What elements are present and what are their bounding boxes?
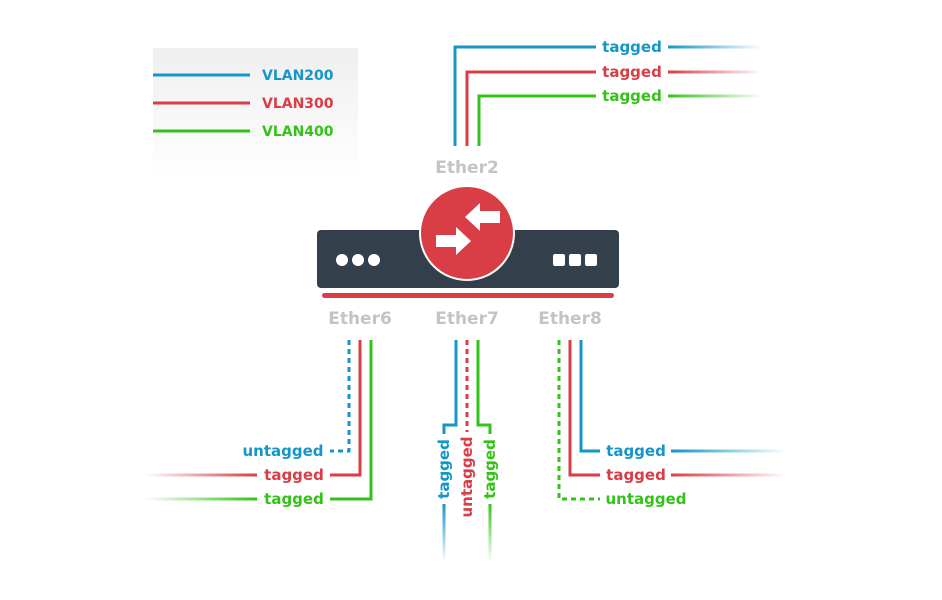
ether2-vlan200-tail [668, 45, 763, 49]
ether8-links: tagged tagged untagged [557, 340, 787, 508]
ether8-vlan300-tail [671, 473, 787, 477]
ether7-vlan400-tail [488, 504, 492, 562]
ether8-vlan400-mode: untagged [605, 490, 686, 508]
port-label-ether8: Ether8 [538, 309, 602, 329]
ether2-vlan300-line [465, 70, 596, 146]
ether8-vlan200-tail [671, 449, 787, 453]
ether6-vlan300-line [330, 340, 362, 477]
ether2-vlan200-mode: tagged [602, 38, 662, 56]
ether7-links: tagged untagged tagged [435, 340, 499, 562]
ether2-vlan400-line [477, 94, 596, 146]
ether6-vlan200-line [330, 340, 351, 453]
device-base-bar [322, 293, 614, 298]
ether7-vlan200-line [442, 340, 458, 434]
ether8-vlan300-mode: tagged [606, 466, 666, 484]
ether7-vlan300-mode: untagged [458, 436, 476, 517]
ether6-vlan200-mode: untagged [242, 442, 323, 460]
ether8-vlan200-mode: tagged [606, 442, 666, 460]
ether2-vlan300-tail [668, 70, 763, 74]
switch-arrows-icon [419, 185, 515, 281]
ether8-vlan300-line [568, 340, 600, 477]
three-dots-icon [336, 254, 380, 266]
ether2-vlan200-line [453, 45, 596, 146]
port-label-ether2: Ether2 [435, 158, 499, 178]
ether7-vlan200-tail [442, 504, 446, 562]
ether8-vlan200-line [579, 340, 600, 453]
legend-label-vlan200: VLAN200 [262, 68, 334, 84]
legend-label-vlan300: VLAN300 [262, 96, 334, 112]
ether6-vlan400-mode: tagged [264, 490, 324, 508]
legend: VLAN200 VLAN300 VLAN400 [153, 48, 358, 178]
port-label-ether7: Ether7 [435, 309, 499, 329]
ether7-vlan400-mode: tagged [481, 439, 499, 499]
ether7-vlan400-line [476, 340, 492, 434]
port-label-ether6: Ether6 [328, 309, 392, 329]
ether6-vlan300-tail [145, 473, 257, 477]
ether6-vlan400-tail [145, 497, 257, 501]
ether6-vlan300-mode: tagged [264, 466, 324, 484]
three-squares-icon [553, 254, 597, 266]
ether2-vlan300-mode: tagged [602, 63, 662, 81]
ether6-vlan400-line [330, 340, 373, 501]
legend-background [153, 48, 358, 178]
legend-label-vlan400: VLAN400 [262, 124, 334, 140]
ether2-vlan400-tail [668, 94, 763, 98]
router-device[interactable] [317, 185, 619, 298]
ether6-links: untagged tagged tagged [145, 340, 373, 508]
ether2-vlan400-mode: tagged [602, 87, 662, 105]
ether2-links: tagged tagged tagged [453, 38, 763, 146]
ether7-vlan200-mode: tagged [435, 439, 453, 499]
